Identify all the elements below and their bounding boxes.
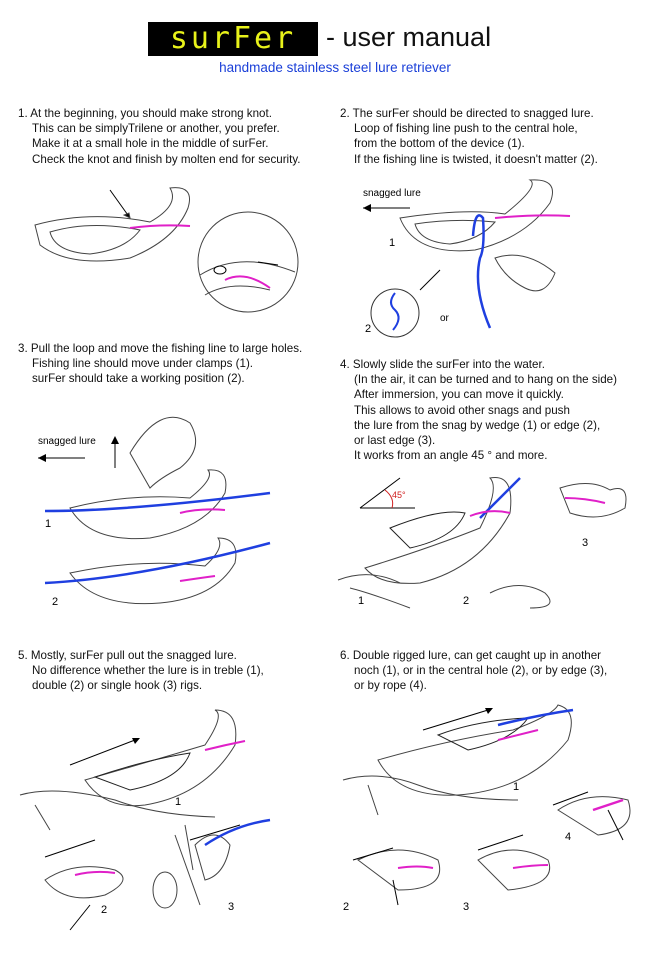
- figure-working-position: snagged lure 1 2: [38, 416, 271, 608]
- figure-number: 2: [365, 323, 371, 335]
- figure-number: 3: [228, 901, 234, 913]
- figure-number: 3: [463, 901, 469, 913]
- fishing-line-blue: [44, 491, 271, 513]
- page-subtitle: handmade stainless steel lure retriever: [219, 60, 451, 75]
- step-line: from the bottom of the device (1).: [354, 137, 525, 151]
- step-6-text: 6. Double rigged lure, can get caught up…: [340, 648, 607, 694]
- figure-loop: snagged lure 1 2 or: [363, 179, 571, 338]
- step-line: 3. Pull the loop and move the fishing li…: [18, 342, 303, 355]
- surfer-logo: surFer: [148, 22, 318, 56]
- step-line: It works from an angle 45 ° and more.: [354, 449, 548, 463]
- figure-number: 2: [463, 595, 469, 607]
- step-line: Check the knot and finish by molten end …: [32, 152, 301, 166]
- step-line: surFer should take a working position (2…: [32, 372, 245, 386]
- step-line: or by rope (4).: [354, 679, 427, 693]
- detail-circle: [197, 211, 299, 313]
- angle-label: 45°: [392, 490, 406, 500]
- step-4-text: 4. Slowly slide the surFer into the wate…: [340, 357, 617, 463]
- step-line: If the fishing line is twisted, it doesn…: [354, 152, 598, 166]
- figure-double-rigged: 1 2 3 4: [342, 704, 631, 913]
- step-line: Make it at a small hole in the middle of…: [32, 137, 269, 151]
- step-line: 5. Mostly, surFer pull out the snagged l…: [18, 649, 237, 662]
- figure-number: 2: [101, 904, 107, 916]
- step-line: 2. The surFer should be directed to snag…: [340, 107, 594, 120]
- figure-number: 2: [52, 596, 58, 608]
- figure-number: 3: [582, 537, 588, 549]
- step-3-text: 3. Pull the loop and move the fishing li…: [18, 341, 302, 387]
- figure-pull-out: 1 2 3: [19, 709, 271, 931]
- step-line: This can be simplyTrilene or another, yo…: [32, 122, 280, 136]
- figure-number: 1: [45, 518, 51, 530]
- snagged-lure-caption: snagged lure: [38, 436, 96, 447]
- page-title: - user manual: [326, 22, 492, 52]
- figure-knot: [34, 187, 299, 313]
- step-line: double (2) or single hook (3) rigs.: [32, 679, 203, 693]
- surfer-device-outline: [34, 187, 190, 262]
- step-line: This allows to avoid other snags and pus…: [354, 403, 570, 417]
- step-5-text: 5. Mostly, surFer pull out the snagged l…: [18, 648, 264, 694]
- step-line: 1. At the beginning, you should make str…: [18, 107, 272, 120]
- fishing-line-blue: [471, 214, 492, 329]
- step-line: noch (1), or in the central hole (2), or…: [354, 664, 608, 678]
- logo-text: surFer: [169, 21, 297, 56]
- step-line: (In the air, it can be turned and to han…: [354, 373, 617, 387]
- step-2-text: 2. The surFer should be directed to snag…: [340, 106, 598, 167]
- step-line: After immersion, you can move it quickly…: [354, 388, 564, 402]
- figure-number: 4: [565, 831, 571, 843]
- fishing-line-pink: [129, 224, 191, 229]
- step-line: or last edge (3).: [354, 434, 436, 448]
- figure-number: 1: [389, 237, 395, 249]
- step-line: Fishing line should move under clamps (1…: [32, 357, 254, 371]
- step-line: Loop of fishing line push to the central…: [354, 122, 578, 136]
- step-line: No difference whether the lure is in tre…: [32, 664, 264, 678]
- step-line: the lure from the snag by wedge (1) or e…: [354, 418, 601, 432]
- step-1-text: 1. At the beginning, you should make str…: [18, 106, 301, 167]
- figure-number: 2: [343, 901, 349, 913]
- snagged-lure-caption: snagged lure: [363, 188, 421, 199]
- step-line: 4. Slowly slide the surFer into the wate…: [340, 358, 545, 371]
- arrow: [109, 189, 131, 219]
- figure-slide-in-water: 45° 1 2 3: [337, 476, 627, 609]
- figure-number: 1: [513, 781, 519, 793]
- step-line: 6. Double rigged lure, can get caught up…: [340, 649, 602, 662]
- figure-number: 1: [175, 796, 181, 808]
- or-label: or: [440, 313, 450, 324]
- figure-number: 1: [358, 595, 364, 607]
